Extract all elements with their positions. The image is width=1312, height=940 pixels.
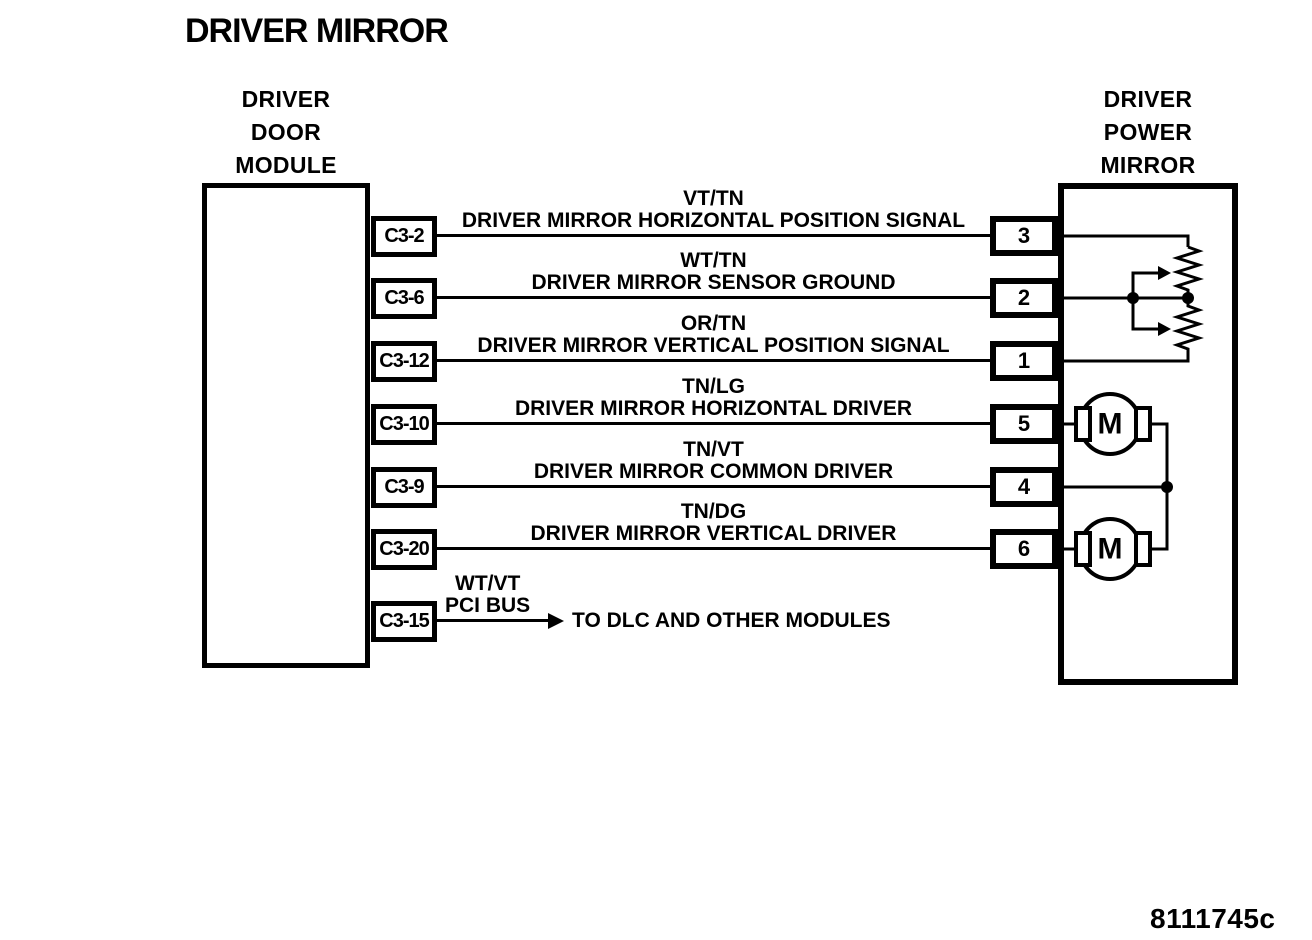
potentiometer-resistor-chain: [1058, 245, 1204, 363]
wire-color-label: VT/TN: [683, 187, 744, 210]
wire-horizontal-driver: [437, 422, 990, 425]
left-pin-c3-20: C3-20: [371, 529, 437, 570]
right-module-header: DRIVER POWER MIRROR: [1058, 83, 1238, 182]
wiper-arrow-icon: [1158, 266, 1171, 280]
wire-color-label: TN/VT: [683, 438, 744, 461]
bus-destination-label: TO DLC AND OTHER MODULES: [572, 609, 891, 632]
wire-color-label: WT/TN: [680, 249, 747, 272]
left-module-header-line: DRIVER: [241, 86, 331, 112]
left-pin-c3-2: C3-2: [371, 216, 437, 257]
left-module-header-line: DOOR: [250, 119, 322, 145]
wire-common-driver: [437, 485, 990, 488]
wire-signal-label: DRIVER MIRROR VERTICAL POSITION SIGNAL: [477, 334, 950, 357]
diagram-reference-code: 8111745c: [1150, 903, 1276, 934]
left-pin-c3-6: C3-6: [371, 278, 437, 319]
right-module-header-line: POWER: [1103, 119, 1193, 145]
wire-color-label: TN/DG: [680, 500, 747, 523]
junction-dot: [1182, 292, 1194, 304]
motor-brush: [1074, 406, 1092, 442]
wire-color-label: OR/TN: [680, 312, 747, 335]
wire-signal-label: DRIVER MIRROR COMMON DRIVER: [533, 460, 894, 483]
pci-bus-label: PCI BUS: [445, 594, 531, 617]
horizontal-motor-label: M: [1098, 408, 1123, 441]
right-pin-4: 4: [990, 467, 1058, 507]
left-module-header-line: MODULE: [235, 152, 337, 178]
motor-brush: [1134, 531, 1152, 567]
wire-vertical-driver: [437, 547, 990, 550]
vertical-motor-label: M: [1098, 533, 1123, 566]
left-pin-c3-10: C3-10: [371, 404, 437, 445]
wire-pci-bus: [437, 619, 548, 622]
page-title: DRIVER MIRROR: [185, 12, 449, 50]
right-pin-2: 2: [990, 278, 1058, 318]
junction-dot: [1127, 292, 1139, 304]
wire-color-label: WT/VT: [455, 572, 521, 595]
wire-vertical-position-signal: [437, 359, 990, 362]
right-module-header-line: DRIVER: [1103, 86, 1193, 112]
wire-pin3-to-potentiometer: [1058, 234, 1190, 247]
wire-horizontal-position-signal: [437, 234, 990, 237]
wire-color-label: TN/LG: [682, 375, 745, 398]
right-pin-5: 5: [990, 404, 1058, 444]
wire-signal-label: DRIVER MIRROR SENSOR GROUND: [531, 271, 896, 294]
left-pin-c3-15: C3-15: [371, 601, 437, 642]
left-pin-c3-12: C3-12: [371, 341, 437, 382]
mirror-internal-circuit: M M: [1058, 234, 1204, 581]
wire-signal-label: DRIVER MIRROR HORIZONTAL DRIVER: [514, 397, 913, 420]
wire-signal-label: DRIVER MIRROR VERTICAL DRIVER: [530, 522, 897, 545]
junction-dot: [1161, 481, 1173, 493]
wiper-arm-vertical: [1131, 298, 1158, 331]
wire-signal-label: DRIVER MIRROR HORIZONTAL POSITION SIGNAL: [461, 209, 966, 232]
right-pin-1: 1: [990, 341, 1058, 381]
motor-brush: [1074, 531, 1092, 567]
left-pin-c3-9: C3-9: [371, 467, 437, 508]
wire-sensor-ground: [437, 296, 990, 299]
right-pin-6: 6: [990, 529, 1058, 569]
left-module-header: DRIVER DOOR MODULE: [202, 83, 370, 182]
arrow-right-icon: [548, 613, 564, 629]
right-module-header-line: MIRROR: [1100, 152, 1196, 178]
driver-door-module-box: [202, 183, 370, 668]
motor-brush: [1134, 406, 1152, 442]
wiper-arm-horizontal: [1131, 271, 1158, 298]
wiper-arrow-icon: [1158, 322, 1171, 336]
right-pin-3: 3: [990, 216, 1058, 256]
